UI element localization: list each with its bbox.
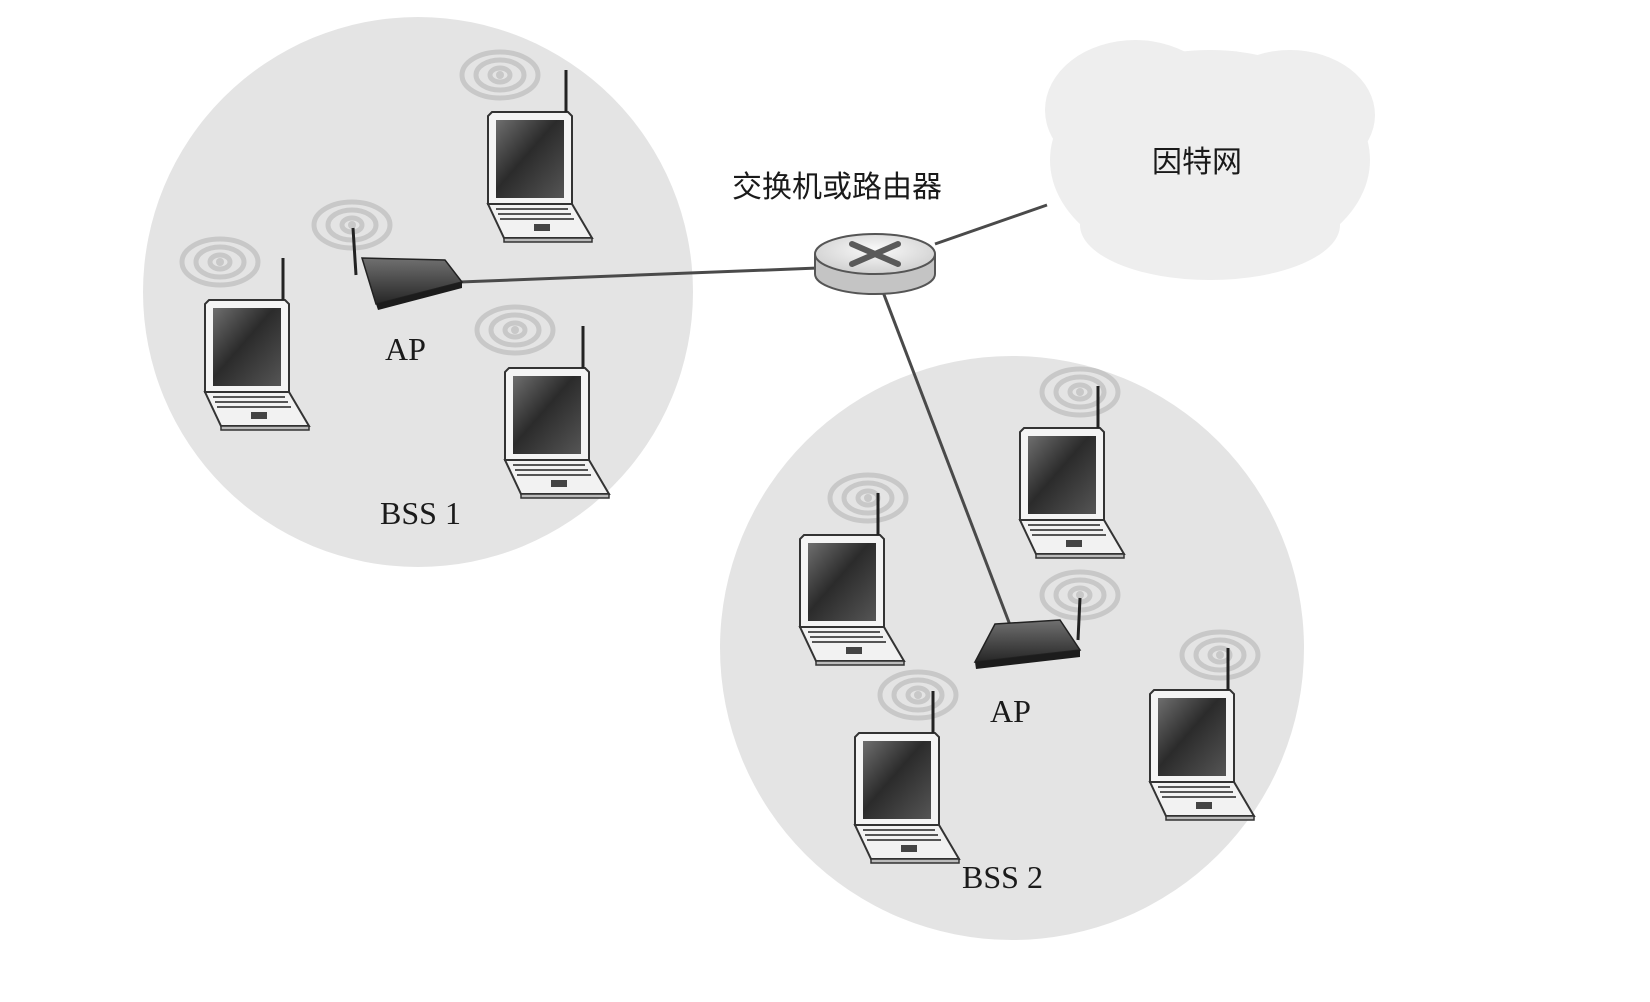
switch-router-label: 交换机或路由器 bbox=[732, 170, 942, 205]
ap2-label: AP bbox=[990, 693, 1031, 729]
ap1-label: AP bbox=[385, 331, 426, 367]
bss2-label: BSS 2 bbox=[962, 859, 1043, 895]
access-point-icon bbox=[314, 202, 464, 310]
link-router-internet bbox=[934, 203, 1048, 246]
internet-label: 因特网 bbox=[1152, 145, 1242, 180]
link-ap1-router bbox=[459, 266, 819, 284]
bss1-label: BSS 1 bbox=[380, 495, 461, 531]
link-router-ap2 bbox=[881, 291, 1012, 626]
router-icon bbox=[814, 233, 936, 295]
internet-cloud bbox=[1045, 40, 1375, 280]
access-point-icon bbox=[973, 572, 1118, 669]
